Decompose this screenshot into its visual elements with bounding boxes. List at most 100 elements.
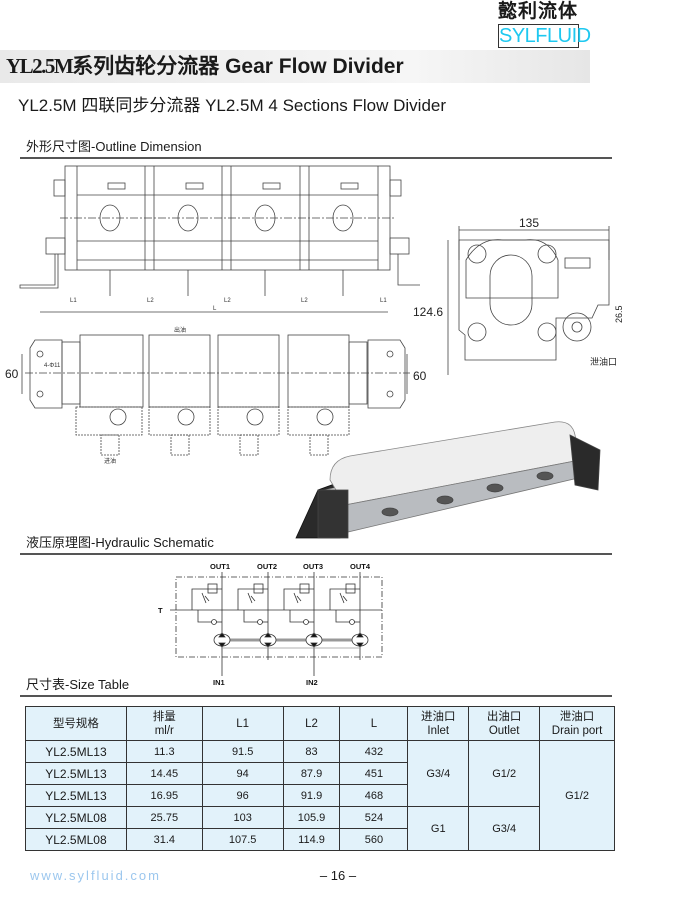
- table-row: YL2.5ML13 16.95 96 91.9 468: [25, 784, 615, 807]
- brand-name-cn: 懿利流体: [498, 0, 579, 22]
- hole-spec-label: 4-Φ11: [44, 363, 61, 369]
- cell-displacement: 11.3: [125, 740, 203, 763]
- header-text: 型号规格: [52, 717, 99, 730]
- cell-model: YL2.5ML08: [25, 828, 127, 851]
- subtitle-en: 4 Sections Flow Divider: [268, 96, 447, 115]
- header-l2: L2: [282, 706, 341, 741]
- header-l: L: [339, 706, 409, 741]
- page-number: – 16 –: [319, 868, 357, 883]
- cell-l: 560: [339, 828, 409, 851]
- top-view: [19, 165, 420, 296]
- cell-inlet: G1: [407, 806, 470, 851]
- divider-section-symbol: [191, 583, 231, 648]
- title-cn: 系列齿轮分流器: [72, 55, 220, 78]
- header-en: Inlet: [427, 724, 450, 737]
- header-text: L: [370, 717, 378, 730]
- dim-width-left: 60: [5, 367, 19, 381]
- header-en: Outlet: [488, 724, 520, 737]
- dim-side-width: 135: [519, 216, 539, 230]
- outline-drawing: L1 L2 L2 L2 L1 L 4-Φ11 出油 进油 60 60 135 1…: [5, 165, 624, 539]
- title-bar: [0, 50, 590, 83]
- cell-model: YL2.5ML13: [25, 784, 127, 807]
- cell-l1: 91.5: [201, 740, 284, 763]
- label-out4: OUT4: [350, 562, 371, 571]
- subtitle: YL2.5M 四联同步分流器 YL2.5M 4 Sections Flow Di…: [18, 96, 446, 116]
- inlet-small-label: 进油: [104, 457, 116, 465]
- watermark-text: www.sylfluid.com: [30, 868, 161, 883]
- drain-port-label: 泄油口: [590, 356, 617, 367]
- header-model: 型号规格: [25, 706, 127, 741]
- title-model: YL2.5M: [6, 54, 74, 78]
- dim-l2-3: L2: [301, 298, 308, 304]
- hydraulic-schematic: OUT1 OUT2 OUT3 OUT4 IN1 IN2 T: [158, 562, 383, 687]
- label-tank: T: [158, 606, 163, 615]
- cell-displacement: 25.75: [125, 806, 203, 829]
- cell-outlet: G1/2: [468, 740, 541, 807]
- cell-l: 432: [339, 740, 409, 763]
- divider-section-symbol: [283, 583, 323, 648]
- cell-model: YL2.5ML13: [25, 762, 127, 785]
- cell-l2: 83: [282, 740, 341, 763]
- cell-model: YL2.5ML13: [25, 740, 127, 763]
- cell-l1: 96: [201, 784, 284, 807]
- subtitle-model: YL2.5M: [18, 96, 77, 115]
- cell-l2: 91.9: [282, 784, 341, 807]
- product-image: [295, 421, 601, 539]
- cell-displacement: 14.45: [125, 762, 203, 785]
- header-text: 出油口: [486, 710, 522, 723]
- label-out1: OUT1: [210, 562, 230, 571]
- header-text: 泄油口: [559, 710, 595, 723]
- divider-section-symbol: [237, 583, 277, 648]
- section-divider: [20, 157, 612, 159]
- cell-l2: 105.9: [282, 806, 341, 829]
- front-view: [21, 311, 410, 456]
- outlet-small-label: 出油: [174, 326, 186, 334]
- cell-displacement: 31.4: [125, 828, 203, 851]
- dim-l2-1: L2: [147, 298, 154, 304]
- subtitle-cn: 四联同步分流器: [81, 96, 201, 115]
- label-in1: IN1: [213, 678, 225, 687]
- divider-section-symbol: [329, 583, 369, 648]
- header-text: 进油口: [421, 710, 456, 723]
- dim-side-height: 124.6: [413, 305, 443, 319]
- cell-outlet: G3/4: [468, 806, 541, 851]
- cell-model: YL2.5ML08: [25, 806, 127, 829]
- side-view: [447, 226, 610, 375]
- cell-l1: 94: [201, 762, 284, 785]
- cell-displacement: 16.95: [125, 784, 203, 807]
- page-title: YL2.5M系列齿轮分流器 Gear Flow Divider: [6, 53, 404, 80]
- section-schematic-heading: 液压原理图-Hydraulic Schematic: [26, 535, 214, 550]
- header-text: 排量: [152, 710, 176, 723]
- section-outline-heading: 外形尺寸图-Outline Dimension: [26, 139, 202, 154]
- section-size-table-heading: 尺寸表-Size Table: [26, 677, 130, 692]
- section-divider: [20, 553, 612, 555]
- title-en: Gear Flow Divider: [225, 55, 404, 78]
- table-row: YL2.5ML13 11.3 91.5 83 432 G3/4 G1/2 G1/…: [25, 740, 615, 851]
- dim-l2-2: L2: [224, 298, 231, 304]
- subtitle-model-2: YL2.5M: [205, 96, 264, 115]
- cell-l2: 87.9: [282, 762, 341, 785]
- dim-drain-offset: 26.5: [614, 305, 624, 323]
- dim-total-l: L: [213, 306, 217, 312]
- cell-l: 451: [339, 762, 409, 785]
- cell-drain: G1/2: [539, 740, 615, 851]
- table-row: YL2.5ML13 14.45 94 87.9 451: [25, 762, 615, 785]
- header-en: Drain port: [551, 724, 603, 737]
- table-row: YL2.5ML08 31.4 107.5 114.9 560: [25, 828, 615, 851]
- cell-l1: 107.5: [201, 828, 284, 851]
- cell-inlet: G3/4: [407, 740, 470, 807]
- cell-l: 468: [339, 784, 409, 807]
- dim-l1-left: L1: [70, 298, 77, 304]
- label-out3: OUT3: [303, 562, 323, 571]
- dim-width-right: 60: [413, 369, 427, 383]
- section-divider: [20, 695, 612, 697]
- label-in2: IN2: [306, 678, 318, 687]
- header-unit: ml/r: [154, 724, 174, 737]
- cell-l2: 114.9: [282, 828, 341, 851]
- cell-l1: 103: [201, 806, 284, 829]
- dim-l1-right: L1: [380, 298, 387, 304]
